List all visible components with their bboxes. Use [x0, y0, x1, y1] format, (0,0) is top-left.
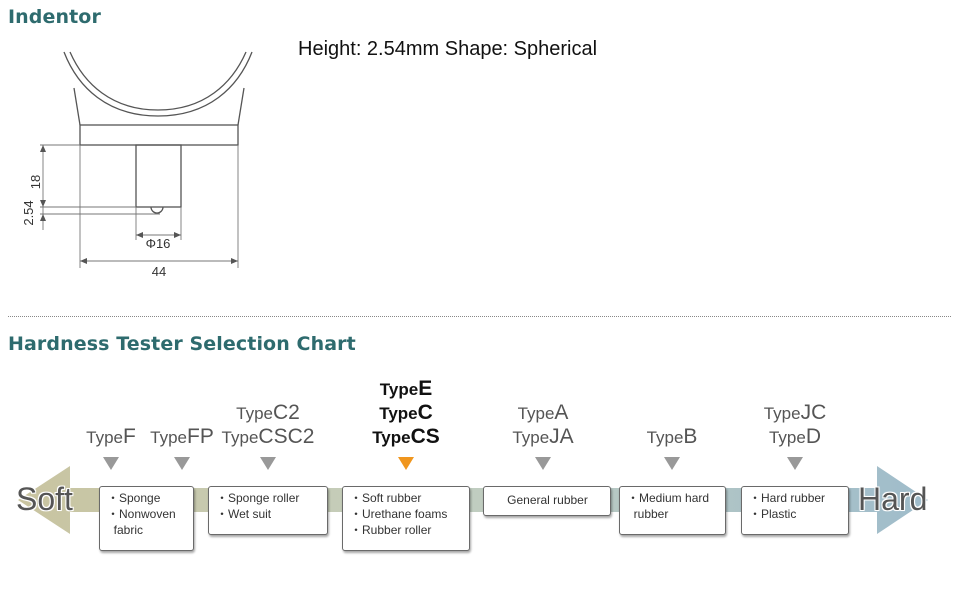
- application-item: ・Hard rubber: [749, 491, 826, 505]
- type-label: TypeCSC2: [208, 425, 328, 449]
- indentor-heading: Indentor: [8, 6, 101, 28]
- type-letter: CS: [410, 425, 440, 448]
- type-label: TypeJA: [483, 425, 603, 449]
- application-item: ・Sponge roller: [216, 491, 300, 505]
- soft-label: Soft: [16, 481, 73, 517]
- highlight-marker: [398, 457, 414, 470]
- application-item: ・Urethane foams: [350, 507, 448, 521]
- dim-diameter: Φ16: [146, 236, 171, 251]
- type-letter: A: [554, 401, 569, 424]
- type-word: Type: [768, 428, 806, 447]
- type-letter: B: [683, 425, 698, 448]
- indentor-shaft: [135, 144, 182, 208]
- indentor-body-inner: [69, 51, 247, 111]
- application-box: ・Hard rubber ・Plastic: [741, 486, 849, 535]
- application-box: ・Soft rubber ・Urethane foams ・Rubber rolle…: [342, 486, 470, 551]
- type-word: Type: [150, 428, 187, 447]
- type-word: Type: [512, 428, 550, 447]
- application-item: ・Rubber roller: [350, 523, 432, 537]
- application-box: ・Sponge roller ・Wet suit: [208, 486, 328, 535]
- type-label: TypeA: [483, 401, 603, 425]
- type-word: Type: [379, 380, 419, 399]
- type-label: TypeC: [346, 401, 466, 425]
- hardness-scale-arrow: [18, 466, 928, 534]
- dim-width-44: 44: [152, 264, 166, 279]
- application-item: ・Plastic: [749, 507, 797, 521]
- type-label: TypeB: [612, 425, 732, 449]
- type-word: Type: [86, 428, 124, 447]
- type-word: Type: [763, 404, 801, 423]
- type-word: Type: [236, 404, 273, 423]
- type-label: TypeCS: [346, 425, 466, 449]
- type-word: Type: [221, 428, 259, 447]
- type-label: TypeC2: [208, 401, 328, 425]
- application-item: ・Sponge: [107, 491, 161, 505]
- application-item: ・Medium hard: [627, 491, 710, 505]
- application-box: ・Medium hard rubber: [619, 486, 726, 535]
- type-letter: JA: [549, 425, 574, 448]
- application-box: ・Sponge ・Nonwoven fabric: [99, 486, 194, 551]
- type-letter: C2: [273, 401, 300, 424]
- type-word: Type: [379, 404, 418, 423]
- indentor-tip: [150, 206, 164, 214]
- application-item: fabric: [107, 523, 144, 537]
- type-label: TypeJC: [735, 401, 855, 425]
- type-letter: C: [417, 401, 433, 424]
- type-marker: [174, 457, 190, 470]
- application-item: ・Wet suit: [216, 507, 272, 521]
- indentor-flank-left: [73, 87, 81, 126]
- type-marker: [103, 457, 119, 470]
- type-word: Type: [517, 404, 555, 423]
- type-label: TypeE: [346, 377, 466, 401]
- type-marker: [535, 457, 551, 470]
- dim-height-254: 2.54: [21, 200, 36, 225]
- indentor-spec: Height: 2.54mm Shape: Spherical: [298, 38, 598, 60]
- application-box: General rubber: [483, 486, 611, 516]
- type-letter: D: [805, 425, 822, 448]
- type-word: Type: [372, 428, 411, 447]
- type-marker: [260, 457, 276, 470]
- indentor-flange: [79, 124, 239, 146]
- indentor-drawing: 18 2.54 Φ16 44: [21, 51, 253, 279]
- type-letter: E: [418, 377, 433, 400]
- application-item: ・Nonwoven: [107, 507, 176, 521]
- type-word: Type: [646, 428, 684, 447]
- application-item: General rubber: [507, 493, 588, 507]
- type-label: TypeFP: [122, 425, 242, 449]
- application-item: rubber: [627, 507, 669, 521]
- section-divider: [8, 316, 951, 317]
- type-letter: F: [123, 425, 136, 448]
- type-marker: [664, 457, 680, 470]
- selection-chart-heading: Hardness Tester Selection Chart: [8, 333, 356, 355]
- indentor-body-outer: [63, 51, 253, 117]
- type-letter: JC: [800, 401, 827, 424]
- type-label: TypeF: [51, 425, 171, 449]
- type-letter: FP: [187, 425, 214, 448]
- type-letter: CSC2: [258, 425, 315, 448]
- application-item: ・Soft rubber: [350, 491, 422, 505]
- hard-label: Hard: [858, 481, 928, 517]
- type-marker: [787, 457, 803, 470]
- type-label: TypeD: [735, 425, 855, 449]
- scale-arrow-body: [18, 466, 928, 534]
- dim-height-18: 18: [28, 175, 43, 189]
- indentor-flank-right: [237, 87, 245, 126]
